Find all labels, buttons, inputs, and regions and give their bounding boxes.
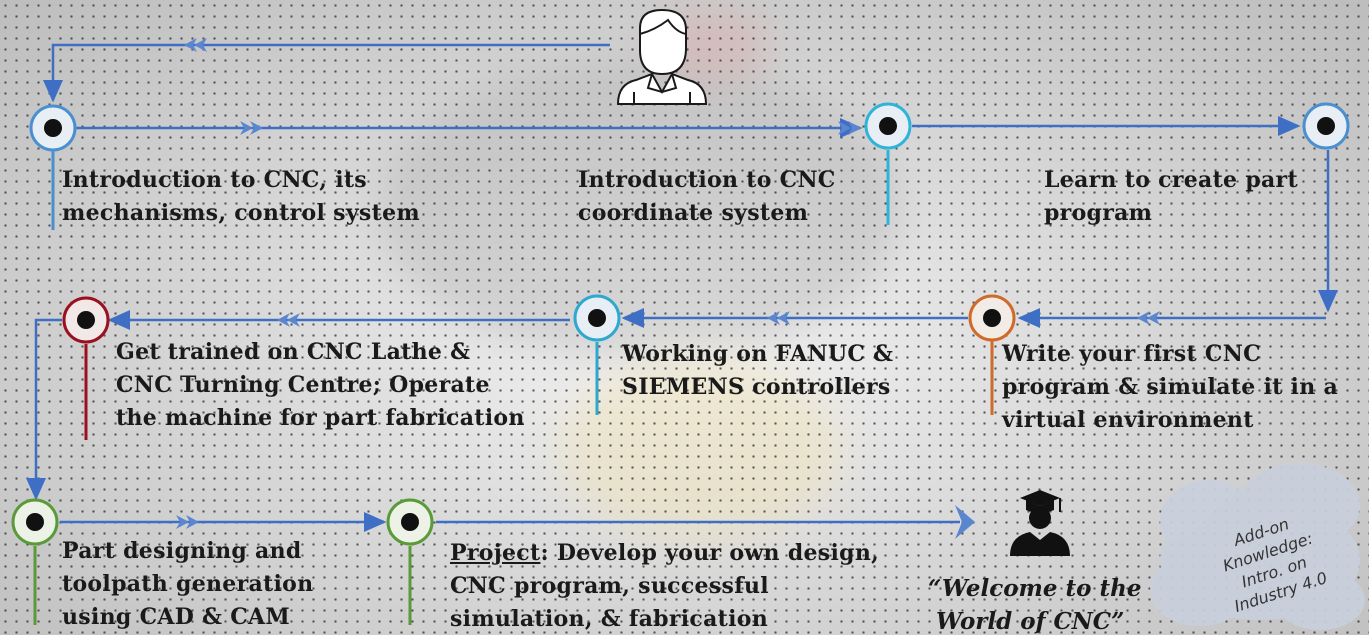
step-node-1 xyxy=(29,104,77,152)
step-node-6 xyxy=(62,296,110,344)
step-text-line: Working on FANUC & xyxy=(622,341,894,367)
step-text-line: simulation, & fabrication xyxy=(450,606,769,632)
chevron-right-icon xyxy=(955,505,975,539)
step-text-line: Part designing and xyxy=(62,538,302,564)
welcome-line: “Welcome to the xyxy=(928,575,1142,602)
chevron-right-icon xyxy=(240,121,263,135)
step-node-5 xyxy=(573,294,621,342)
chevron-right-icon xyxy=(838,121,861,135)
step-label-coordinate-system: Introduction to CNC coordinate system xyxy=(578,164,836,230)
chevron-left-icon xyxy=(184,38,207,52)
step-label-project: Project: Develop your own design, CNC pr… xyxy=(450,537,879,635)
step-label-controllers: Working on FANUC & SIEMENS controllers xyxy=(622,338,893,404)
step-text-line: CNC Turning Centre; Operate xyxy=(116,372,490,398)
chevron-left-icon xyxy=(767,311,790,325)
step-text-line: virtual environment xyxy=(1002,407,1254,433)
chevron-left-icon xyxy=(277,313,300,327)
chevron-left-icon xyxy=(1137,311,1160,325)
step-text-line: CNC program, successful xyxy=(450,573,769,599)
welcome-line: World of CNC” xyxy=(936,608,1125,635)
step-text-line: Project: Develop your own design, xyxy=(450,537,879,570)
step-text-line: the machine for part fabrication xyxy=(116,405,525,431)
project-text: : Develop your own design, xyxy=(540,540,880,566)
step-text-line: mechanisms, control system xyxy=(62,200,420,226)
step-label-lathe-training: Get trained on CNC Lathe & CNC Turning C… xyxy=(116,336,525,435)
step-text-line: Introduction to CNC, its xyxy=(62,167,367,193)
project-lead: Project xyxy=(450,540,541,566)
step-label-part-program: Learn to create part program xyxy=(1044,164,1298,230)
chevron-right-icon xyxy=(176,515,199,529)
step-label-first-cnc-program: Write your first CNC program & simulate … xyxy=(1002,338,1338,437)
step-label-intro-cnc: Introduction to CNC, its mechanisms, con… xyxy=(62,164,420,230)
connector-lines xyxy=(26,43,1338,532)
step-node-4 xyxy=(968,294,1016,342)
step-text-line: SIEMENS controllers xyxy=(622,374,891,400)
step-text-line: program xyxy=(1044,200,1153,226)
step-node-8 xyxy=(386,498,434,546)
step-node-2 xyxy=(864,102,912,150)
step-text-line: Introduction to CNC xyxy=(578,167,836,193)
addon-cloud xyxy=(1150,463,1365,630)
step-node-7 xyxy=(11,498,59,546)
step-text-line: program & simulate it in a xyxy=(1002,374,1339,400)
step-text-line: Get trained on CNC Lathe & xyxy=(116,339,471,365)
step-text-line: coordinate system xyxy=(578,200,809,226)
step-text-line: toolpath generation xyxy=(62,571,314,597)
step-nodes xyxy=(11,102,1350,546)
step-text-line: using CAD & CAM xyxy=(62,604,291,630)
user-icon xyxy=(616,8,708,105)
graduate-icon xyxy=(1010,490,1070,556)
step-node-3 xyxy=(1302,102,1350,150)
step-label-cad-cam: Part designing and toolpath generation u… xyxy=(62,535,313,634)
welcome-message: “Welcome to the World of CNC” xyxy=(928,572,1168,635)
step-text-line: Write your first CNC xyxy=(1002,341,1261,367)
step-stems xyxy=(33,150,994,625)
step-text-line: Learn to create part xyxy=(1044,167,1298,193)
direction-chevrons xyxy=(176,38,1160,539)
